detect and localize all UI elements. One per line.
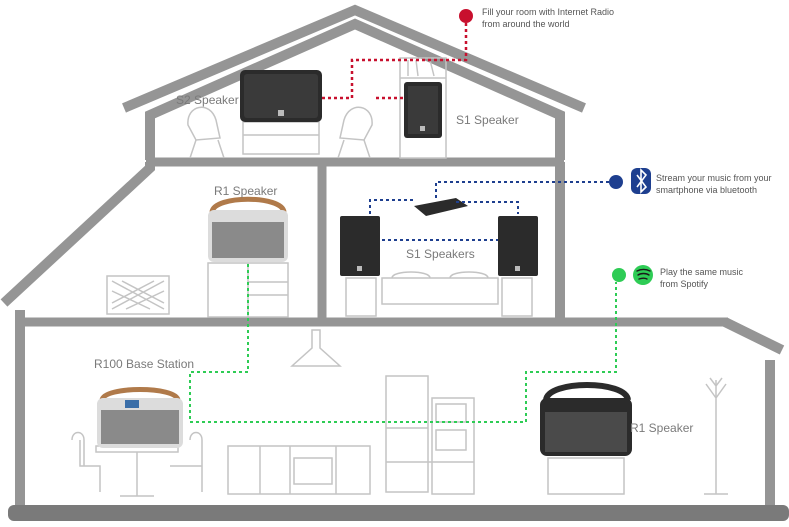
middle-right-furniture xyxy=(345,271,533,317)
s1-speaker-label: S1 Speaker xyxy=(456,113,519,127)
radio-callout: Fill your room with Internet Radio from … xyxy=(482,6,614,30)
s1-speakers-label: S1 Speakers xyxy=(406,247,475,261)
attic-furniture xyxy=(187,57,447,159)
smartphone xyxy=(414,198,468,216)
spotify-callout: Play the same music from Spotify xyxy=(660,266,743,290)
r1-speaker-ground-label: R1 Speaker xyxy=(630,421,694,435)
spotify-icon xyxy=(633,265,653,285)
middle-left-furniture xyxy=(106,262,289,318)
ground-furniture xyxy=(71,375,728,497)
spotify-callout-line2: from Spotify xyxy=(660,279,709,289)
spotify-callout-line1: Play the same music xyxy=(660,267,744,277)
r100-base-station xyxy=(97,387,183,448)
bluetooth-icon xyxy=(631,168,651,194)
radio-callout-line1: Fill your room with Internet Radio xyxy=(482,7,615,17)
s1-speakers-pair xyxy=(340,216,538,276)
ground-bar xyxy=(8,505,789,521)
range-hood xyxy=(290,329,342,367)
s2-speaker xyxy=(240,70,322,122)
house-outline xyxy=(0,4,785,505)
radio-connection-line xyxy=(322,16,468,100)
s1-speaker-attic xyxy=(404,82,442,138)
bluetooth-callout-line1: Stream your music from your xyxy=(656,173,772,183)
r100-base-station-label: R100 Base Station xyxy=(94,357,195,371)
bluetooth-callout: Stream your music from your smartphone v… xyxy=(656,172,772,196)
bluetooth-dot xyxy=(609,175,623,189)
spotify-dot xyxy=(612,268,626,282)
s2-speaker-label: S2 Speaker xyxy=(176,93,239,107)
spotify-connection-line xyxy=(189,282,617,423)
r1-speaker-middle-label: R1 Speaker xyxy=(214,184,278,198)
bluetooth-callout-line2: smartphone via bluetooth xyxy=(656,185,758,195)
radio-callout-line2: from around the world xyxy=(482,19,570,29)
bluetooth-connection-line xyxy=(369,199,519,214)
r1-speaker-middle xyxy=(208,196,288,262)
radio-dot xyxy=(459,9,473,23)
r1-speaker-ground xyxy=(540,382,632,456)
floors xyxy=(16,157,728,327)
